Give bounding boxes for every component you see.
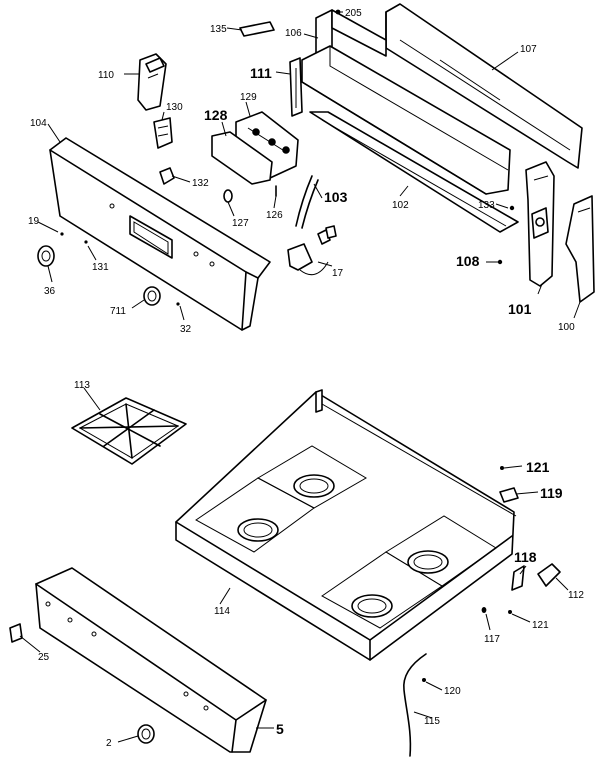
- label-108: 108: [456, 253, 480, 269]
- label-121-upper: 121: [526, 459, 550, 475]
- part-114-cooktop: [175, 389, 517, 661]
- part-17-igniter-module: [287, 225, 337, 276]
- label-131: 131: [92, 262, 109, 273]
- part-119-igniter: [499, 487, 519, 503]
- part-115-gas-tube: [403, 653, 427, 757]
- part-36-knob: [37, 245, 55, 267]
- leader-lines: [19, 11, 581, 743]
- label-135: 135: [210, 24, 227, 35]
- label-113: 113: [74, 380, 90, 391]
- part-131-screw: [84, 240, 88, 244]
- label-127: 127: [232, 218, 249, 229]
- part-121-screw-upper: [500, 466, 504, 470]
- label-110: 110: [98, 70, 114, 81]
- part-112-bracket: [537, 563, 561, 587]
- label-107: 107: [520, 44, 537, 55]
- label-118: 118: [514, 549, 537, 565]
- part-102-backguard-housing: [301, 45, 519, 233]
- label-112: 112: [568, 590, 584, 601]
- part-100-end-bracket: [565, 195, 595, 303]
- part-25-clip: [9, 623, 23, 643]
- part-128-plate: [211, 131, 273, 185]
- part-2-knob: [137, 724, 155, 744]
- part-118-bracket: [511, 565, 525, 591]
- label-17: 17: [332, 268, 344, 279]
- label-32: 32: [180, 324, 192, 335]
- part-19-screw: [60, 232, 64, 236]
- label-19: 19: [28, 216, 40, 227]
- part-110-timer-module: [137, 53, 167, 111]
- part-133-screw: [509, 205, 515, 211]
- part-104-control-panel: [49, 137, 271, 331]
- label-133: 133: [478, 200, 495, 211]
- label-117: 117: [484, 634, 500, 645]
- label-205: 205: [345, 8, 362, 19]
- part-135-handle: [239, 21, 275, 37]
- label-126: 126: [266, 210, 283, 221]
- label-104: 104: [30, 118, 47, 129]
- label-111: 111: [250, 65, 272, 81]
- part-132-clip: [159, 167, 175, 185]
- label-36: 36: [44, 286, 56, 297]
- label-2: 2: [106, 738, 112, 749]
- part-121-screw-lower: [508, 610, 512, 614]
- label-119: 119: [540, 485, 563, 501]
- label-129: 129: [240, 92, 257, 103]
- part-101-side-bracket: [525, 161, 555, 287]
- label-103: 103: [324, 189, 348, 205]
- label-100: 100: [558, 322, 575, 333]
- part-711-knob: [143, 286, 161, 306]
- part-127-pin: [223, 189, 233, 203]
- part-120-screw: [422, 678, 426, 682]
- label-130: 130: [166, 102, 183, 113]
- label-711: 711: [110, 306, 126, 317]
- part-130-switch: [153, 117, 173, 149]
- part-113-burner-grate: [71, 397, 187, 465]
- part-32-screw: [176, 302, 180, 306]
- label-106: 106: [285, 28, 302, 39]
- label-132: 132: [192, 178, 209, 189]
- label-120: 120: [444, 686, 461, 697]
- part-117-screw: [481, 607, 487, 613]
- label-101: 101: [508, 301, 532, 317]
- label-25: 25: [38, 652, 50, 663]
- label-121-lower: 121: [532, 620, 549, 631]
- label-115: 115: [424, 716, 440, 727]
- label-114: 114: [214, 606, 230, 617]
- label-102: 102: [392, 200, 409, 211]
- part-108-screw: [497, 259, 503, 265]
- part-111-side-bracket: [289, 57, 303, 117]
- part-103-harness: [295, 175, 319, 229]
- callout-labels: 205 135 106 107 110 111 130 129 128 104 …: [28, 8, 584, 749]
- part-5-manifold-panel: [35, 567, 267, 753]
- label-5: 5: [276, 721, 284, 737]
- label-128: 128: [204, 107, 228, 123]
